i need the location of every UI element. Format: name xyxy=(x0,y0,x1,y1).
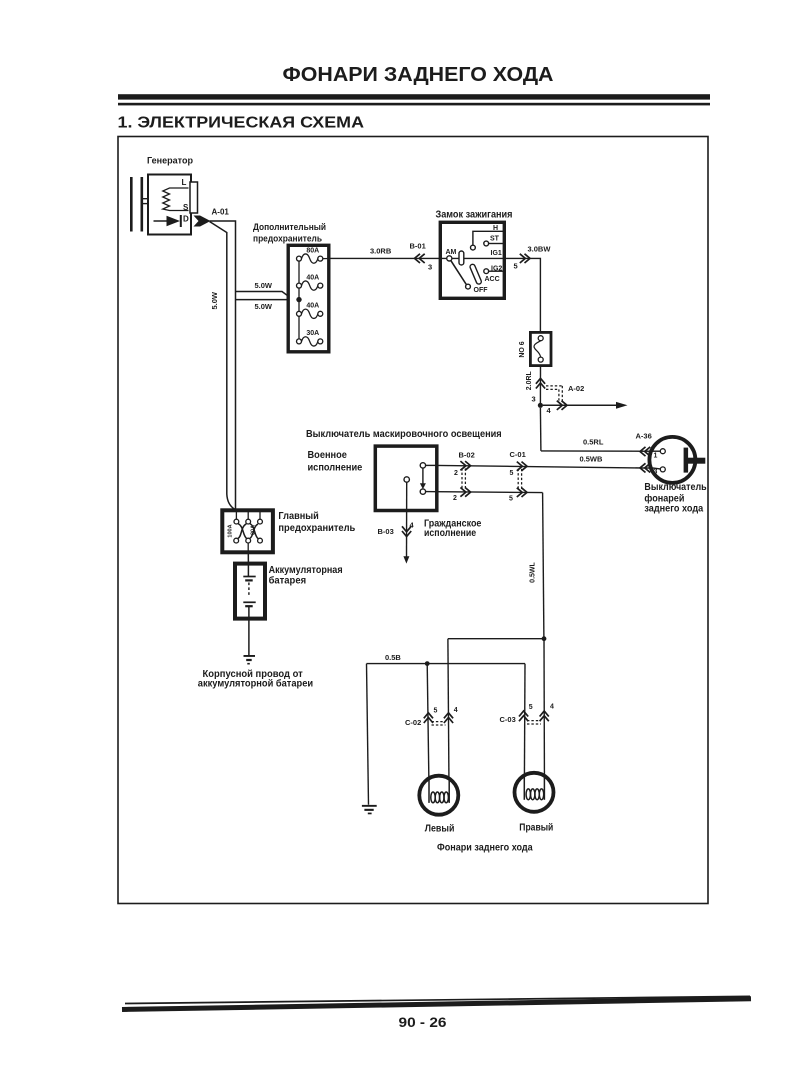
svg-text:0.5WB: 0.5WB xyxy=(580,455,604,464)
svg-text:IG2: IG2 xyxy=(491,266,502,273)
svg-text:Аккумуляторная: Аккумуляторная xyxy=(269,565,343,576)
svg-text:фонарей: фонарей xyxy=(644,493,684,504)
svg-text:40A: 40A xyxy=(306,303,319,310)
svg-text:ST: ST xyxy=(490,236,500,243)
svg-text:1: 1 xyxy=(654,453,658,460)
svg-text:Выключатель: Выключатель xyxy=(644,482,706,493)
svg-text:батарея: батарея xyxy=(269,574,307,586)
svg-text:Корпусной провод от: Корпусной провод от xyxy=(203,669,303,680)
svg-text:3.0BW: 3.0BW xyxy=(528,244,552,253)
svg-text:Замок зажигания: Замок зажигания xyxy=(436,210,513,221)
svg-text:5: 5 xyxy=(510,470,514,477)
svg-text:A-36: A-36 xyxy=(636,432,652,441)
svg-text:OFF: OFF xyxy=(474,287,489,294)
svg-text:5: 5 xyxy=(509,495,513,502)
svg-text:2: 2 xyxy=(454,470,458,477)
svg-text:S: S xyxy=(183,203,189,212)
svg-text:30A: 30A xyxy=(306,330,319,337)
svg-text:3: 3 xyxy=(654,469,658,476)
svg-text:A-01: A-01 xyxy=(212,208,230,217)
svg-text:40A: 40A xyxy=(306,274,319,281)
svg-text:5.0W: 5.0W xyxy=(255,281,273,290)
svg-text:Гражданское: Гражданское xyxy=(424,519,482,530)
svg-text:4: 4 xyxy=(550,704,554,711)
svg-text:Правый: Правый xyxy=(519,822,553,833)
svg-text:IG1: IG1 xyxy=(491,250,502,257)
svg-text:3: 3 xyxy=(428,263,432,272)
svg-text:предохранитель: предохранитель xyxy=(253,234,322,245)
svg-text:A-02: A-02 xyxy=(568,384,584,393)
svg-text:3.0RB: 3.0RB xyxy=(370,247,392,256)
svg-text:1. ЭЛЕКТРИЧЕСКАЯ СХЕМА: 1. ЭЛЕКТРИЧЕСКАЯ СХЕМА xyxy=(118,115,365,132)
svg-text:90 - 26: 90 - 26 xyxy=(399,1015,448,1030)
svg-text:2.0RL: 2.0RL xyxy=(526,370,533,390)
svg-text:2: 2 xyxy=(453,495,457,502)
svg-text:C-01: C-01 xyxy=(510,450,526,459)
svg-text:100A: 100A xyxy=(228,524,234,537)
svg-text:0.5RL: 0.5RL xyxy=(583,437,604,446)
svg-text:5: 5 xyxy=(529,704,533,711)
svg-text:4: 4 xyxy=(547,406,552,415)
svg-text:5: 5 xyxy=(514,262,518,271)
svg-text:5: 5 xyxy=(434,708,438,715)
svg-text:предохранитель: предохранитель xyxy=(278,523,355,534)
svg-text:5.0W: 5.0W xyxy=(255,302,273,311)
svg-text:NO 6: NO 6 xyxy=(519,341,526,357)
svg-text:B-03: B-03 xyxy=(378,527,394,536)
svg-text:30A: 30A xyxy=(251,525,257,535)
svg-text:Военное: Военное xyxy=(308,450,348,461)
svg-text:H: H xyxy=(493,225,498,232)
svg-text:4: 4 xyxy=(454,707,458,714)
svg-text:AM: AM xyxy=(446,249,457,256)
svg-text:Фонари заднего хода: Фонари заднего хода xyxy=(437,843,533,854)
svg-text:3: 3 xyxy=(532,395,536,404)
svg-text:C-03: C-03 xyxy=(500,715,516,724)
svg-text:Выключатель маскировочного осв: Выключатель маскировочного освещения xyxy=(306,429,502,440)
svg-text:0.5B: 0.5B xyxy=(385,653,401,662)
svg-text:5.0W: 5.0W xyxy=(210,291,219,309)
svg-text:Дополнительный: Дополнительный xyxy=(253,222,326,233)
svg-text:L: L xyxy=(182,178,187,187)
svg-text:ФОНАРИ ЗАДНЕГО ХОДА: ФОНАРИ ЗАДНЕГО ХОДА xyxy=(283,64,554,86)
svg-text:C-02: C-02 xyxy=(405,718,421,727)
svg-text:исполнение: исполнение xyxy=(308,463,363,474)
svg-text:Генератор: Генератор xyxy=(147,156,193,167)
svg-text:аккумуляторной батареи: аккумуляторной батареи xyxy=(198,678,313,690)
svg-text:ACC: ACC xyxy=(485,276,500,283)
svg-text:4: 4 xyxy=(410,520,415,529)
svg-text:исполнение: исполнение xyxy=(424,528,476,539)
svg-text:B-01: B-01 xyxy=(410,242,426,251)
svg-text:80A: 80A xyxy=(306,247,319,254)
svg-text:B-02: B-02 xyxy=(459,450,475,459)
svg-text:Главный: Главный xyxy=(278,511,318,522)
svg-text:0.5WL: 0.5WL xyxy=(529,561,536,582)
svg-text:Левый: Левый xyxy=(425,824,455,835)
svg-text:D: D xyxy=(183,215,189,224)
svg-text:заднего хода: заднего хода xyxy=(644,503,703,514)
